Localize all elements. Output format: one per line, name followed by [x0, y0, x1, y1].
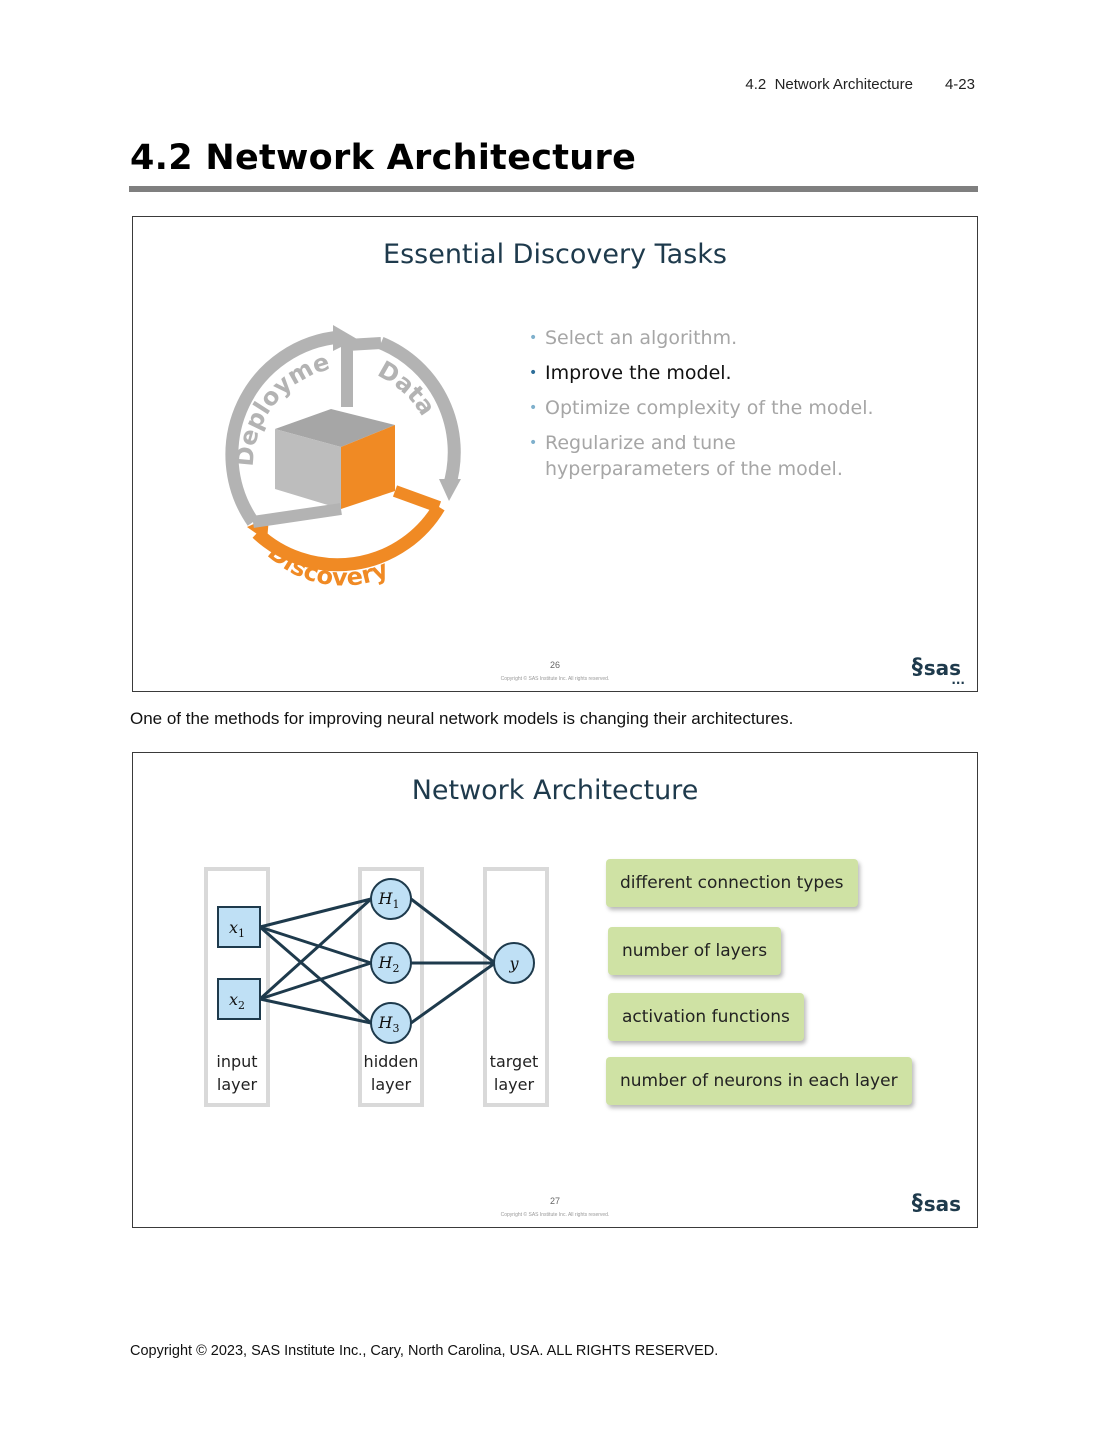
neural-network-diagram: x1 x2 H1 H2 H3 y input layer hidden laye… [204, 867, 549, 1107]
network-edges [258, 897, 496, 1025]
slide-copyright: Copyright © SAS Institute Inc. All right… [500, 1212, 610, 1218]
edge-x2-h3 [259, 997, 372, 1025]
deployment-arc [225, 330, 342, 526]
input-node-x2 [217, 978, 261, 1020]
target-layer-label-line1: target [490, 1052, 539, 1071]
target-layer-box [483, 867, 549, 1107]
edge-h3-y [410, 961, 496, 1025]
bullet-regularize-tune: • Regularize and tune hyperparameters of … [529, 430, 845, 482]
hidden-layer-label-line2: layer [371, 1075, 412, 1094]
bullet-text: Improve the model. [545, 362, 732, 384]
input-layer-box [204, 867, 270, 1107]
x1-label: x1 [229, 918, 245, 940]
bullet-text: Regularize and tune hyperparameters of t… [545, 432, 843, 480]
page-footer-copyright: Copyright © 2023, SAS Institute Inc., Ca… [130, 1343, 719, 1359]
cube-connector-right [392, 485, 442, 513]
bullet-improve-model: • Improve the model. [529, 360, 949, 386]
cube-right [341, 425, 395, 509]
hidden-layer-label-line1: hidden [364, 1052, 419, 1071]
more-indicator-icon: ... [951, 673, 965, 687]
title-rule [129, 186, 978, 192]
input-layer-label-line2: layer [217, 1075, 258, 1094]
chip-connection-types: different connection types [606, 859, 858, 907]
edge-h1-y [410, 897, 496, 965]
running-header-page: 4-23 [944, 76, 975, 93]
sas-logo-text: sas [923, 1191, 961, 1216]
target-layer-label-line2: layer [494, 1075, 535, 1094]
input-node-x1 [217, 906, 261, 948]
sas-logo: §sas [912, 1191, 961, 1216]
edge-x2-h1 [258, 897, 373, 1001]
bullet-text: Select an algorithm. [545, 327, 738, 349]
hidden-node-h2 [370, 942, 412, 984]
slide-essential-discovery-tasks: Essential Discovery Tasks Deployment Dat… [132, 216, 978, 692]
edge-x1-h1 [259, 897, 372, 929]
data-arrowhead [439, 479, 461, 501]
bullet-dot-icon: • [529, 400, 538, 416]
cube-connector-left [252, 503, 342, 528]
h1-label: H1 [378, 889, 400, 911]
h3-label: H3 [378, 1013, 400, 1035]
discovery-cycle-diagram: Deployment Data Discovery [181, 317, 461, 592]
chip-number-of-layers: number of layers [608, 927, 782, 975]
sas-logo: §sas ... [911, 655, 965, 687]
y-label: y [508, 954, 519, 973]
hidden-node-h3 [370, 1002, 412, 1044]
bullet-select-algorithm: • Select an algorithm. [529, 325, 949, 351]
sas-logo-text: sas [923, 655, 961, 680]
slide-number: 26 [549, 660, 560, 670]
target-node-y [493, 942, 535, 984]
edge-x2-h2 [259, 961, 372, 1001]
bullet-dot-icon: • [529, 365, 538, 381]
running-header: 4.2 Network Architecture 4-23 [745, 76, 975, 93]
chip-neurons-per-layer: number of neurons in each layer [606, 1057, 912, 1105]
body-paragraph: One of the methods for improving neural … [130, 709, 794, 728]
bullet-text: Optimize complexity of the model. [545, 397, 874, 419]
discovery-arc [252, 503, 445, 572]
deployment-arrowhead [333, 325, 357, 351]
slide-number: 27 [549, 1196, 560, 1206]
slide-network-architecture: Network Architecture x1 x2 H1 [132, 752, 978, 1228]
slide-title: Network Architecture [411, 775, 699, 806]
slide-copyright: Copyright © SAS Institute Inc. All right… [500, 676, 610, 682]
discovery-task-list: • Select an algorithm. • Improve the model… [529, 325, 949, 491]
edge-x1-h2 [259, 925, 372, 965]
cube-left [275, 429, 341, 509]
sas-logo-mark-icon: § [911, 1191, 923, 1216]
slide-title: Essential Discovery Tasks [383, 239, 727, 270]
cube-connector-top [341, 337, 382, 407]
h2-label: H2 [378, 953, 400, 975]
bullet-dot-icon: • [529, 435, 538, 451]
input-layer-label-line1: input [216, 1052, 257, 1071]
running-header-section: 4.2 Network Architecture [745, 76, 913, 93]
chip-activation-functions: activation functions [608, 993, 804, 1041]
cube-top [275, 409, 395, 447]
data-arc [378, 336, 461, 489]
bullet-dot-icon: • [529, 330, 538, 346]
hidden-layer-box [358, 867, 424, 1107]
section-title: 4.2 Network Architecture [130, 138, 637, 178]
hidden-node-h1 [370, 878, 412, 920]
bullet-optimize-complexity: • Optimize complexity of the model. [529, 395, 949, 421]
discovery-label: Discovery [262, 538, 392, 592]
sas-logo-mark-icon: § [911, 655, 923, 680]
edge-x1-h3 [259, 925, 372, 1025]
x2-label: x2 [229, 990, 245, 1012]
